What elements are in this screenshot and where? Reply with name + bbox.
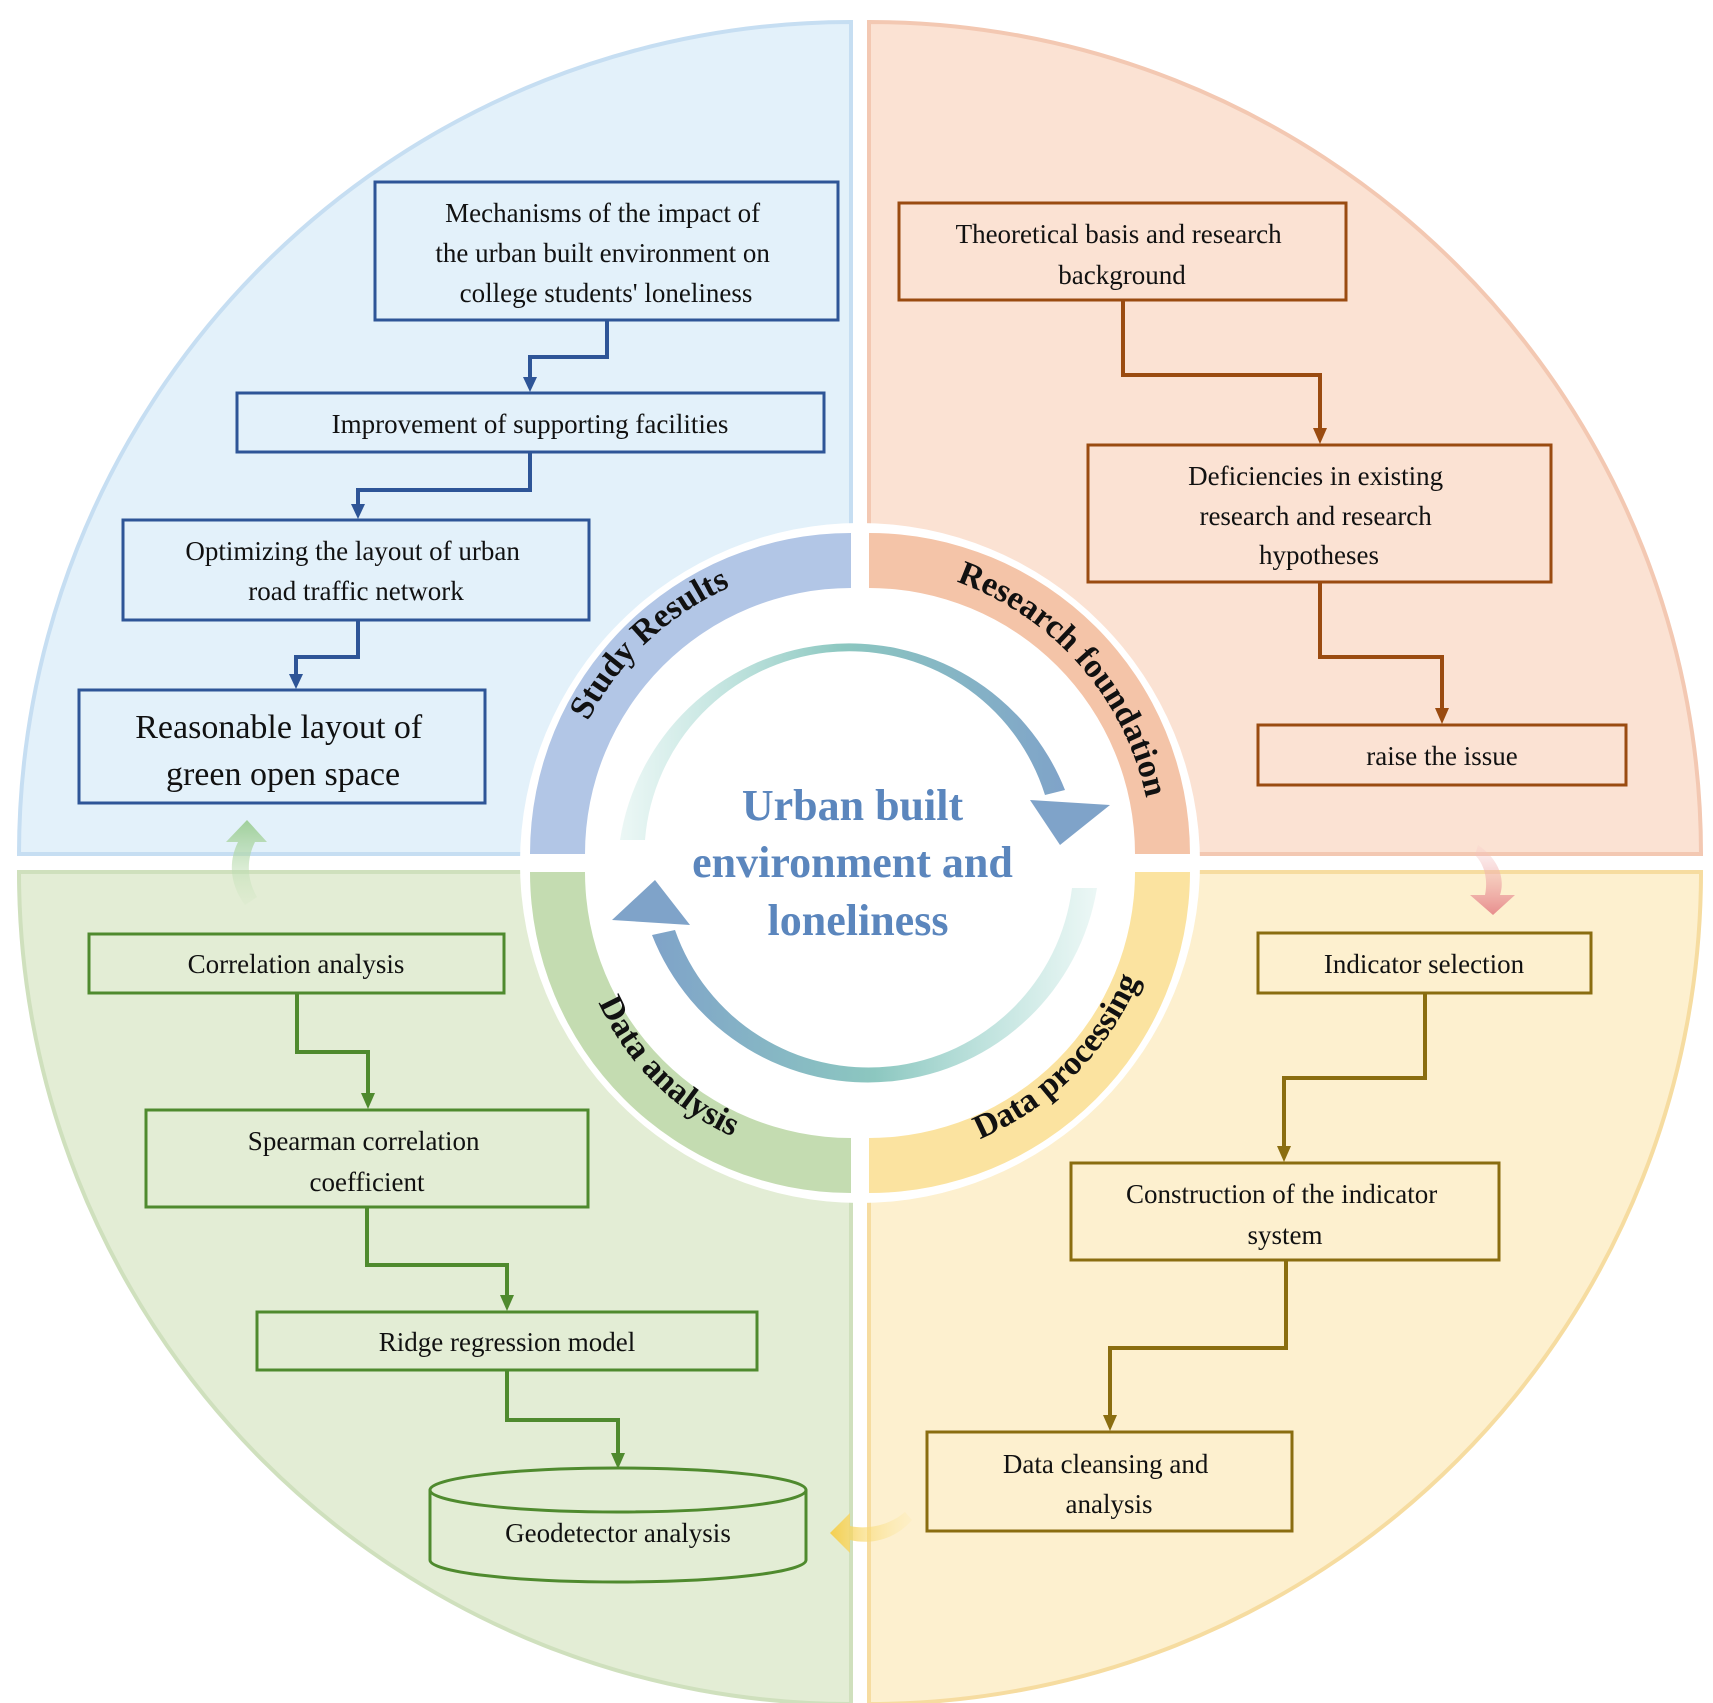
cylinder-geodetector-text: Geodetector analysis	[505, 1518, 731, 1548]
box-theoretical-basis-text: Theoretical basis and research backgroun…	[956, 219, 1289, 290]
box-ridge-regression	[255, 1310, 759, 1372]
box-green-open-space-text: Reasonable layout of green open space	[135, 709, 431, 793]
research-foundation-arrowheads	[1313, 428, 1449, 724]
box-mechanisms	[373, 180, 840, 322]
center-background	[520, 523, 1200, 1203]
connector	[365, 1207, 509, 1297]
box-indicator-selection-text: Indicator selection	[1324, 949, 1525, 979]
cylinder-geodetector	[428, 1466, 808, 1584]
transition-arrow-to-study-results	[226, 820, 267, 905]
transition-arrow-to-data-analysis	[830, 1512, 912, 1553]
connector	[294, 620, 360, 675]
ring-arc-data-processing	[869, 872, 1190, 1193]
box-spearman	[144, 1108, 590, 1209]
connector	[1121, 300, 1322, 430]
box-indicator-selection	[1256, 931, 1593, 995]
connector	[505, 1370, 620, 1455]
box-green-open-space	[77, 688, 487, 805]
research-foundation-flow	[1121, 300, 1444, 710]
box-correlation-analysis	[87, 932, 506, 995]
data-analysis-arrowheads	[361, 1093, 625, 1469]
cycle-arrowhead-top	[1030, 800, 1110, 845]
box-ridge-regression-text: Ridge regression model	[379, 1327, 635, 1357]
connector	[1108, 1260, 1288, 1417]
data-analysis-flow	[295, 993, 620, 1455]
box-deficiencies	[1086, 443, 1553, 584]
box-deficiencies-text: Deficiencies in existing research and re…	[1188, 461, 1450, 570]
box-indicator-system	[1069, 1161, 1501, 1262]
box-supporting-facilities	[235, 391, 826, 454]
data-processing-flow	[1108, 993, 1427, 1417]
study-results-arrowheads	[289, 377, 537, 689]
box-raise-the-issue	[1256, 723, 1628, 787]
ring-arc-study-results	[530, 533, 851, 854]
center-title: Urban built environment and loneliness	[692, 781, 1024, 945]
ring-arc-data-analysis	[530, 872, 851, 1193]
box-theoretical-basis	[897, 201, 1348, 302]
connector	[295, 993, 370, 1095]
box-supporting-facilities-text: Improvement of supporting facilities	[332, 409, 729, 439]
box-raise-the-issue-text: raise the issue	[1366, 741, 1517, 771]
transition-arrow-to-data-processing	[1470, 845, 1515, 915]
box-data-cleansing	[925, 1430, 1294, 1533]
data-processing-arrowheads	[1103, 1146, 1291, 1431]
study-results-flow	[294, 320, 609, 675]
connector	[356, 452, 532, 505]
cycle-arrow-bottom	[652, 888, 1097, 1083]
box-road-network	[121, 518, 591, 622]
connector	[1282, 993, 1427, 1148]
box-road-network-text: Optimizing the layout of urban road traf…	[185, 536, 526, 606]
connector	[1318, 582, 1444, 710]
box-mechanisms-text: Mechanisms of the impact of the urban bu…	[435, 198, 776, 308]
cycle-arrowhead-bottom	[612, 880, 690, 925]
ring-arc-research-foundation	[869, 533, 1190, 854]
box-correlation-analysis-text: Correlation analysis	[188, 949, 405, 979]
box-data-cleansing-text: Data cleansing and analysis	[1003, 1449, 1215, 1519]
box-indicator-system-text: Construction of the indicator system	[1126, 1179, 1444, 1250]
box-spearman-text: Spearman correlation coefficient	[248, 1126, 486, 1197]
connector	[528, 320, 609, 378]
